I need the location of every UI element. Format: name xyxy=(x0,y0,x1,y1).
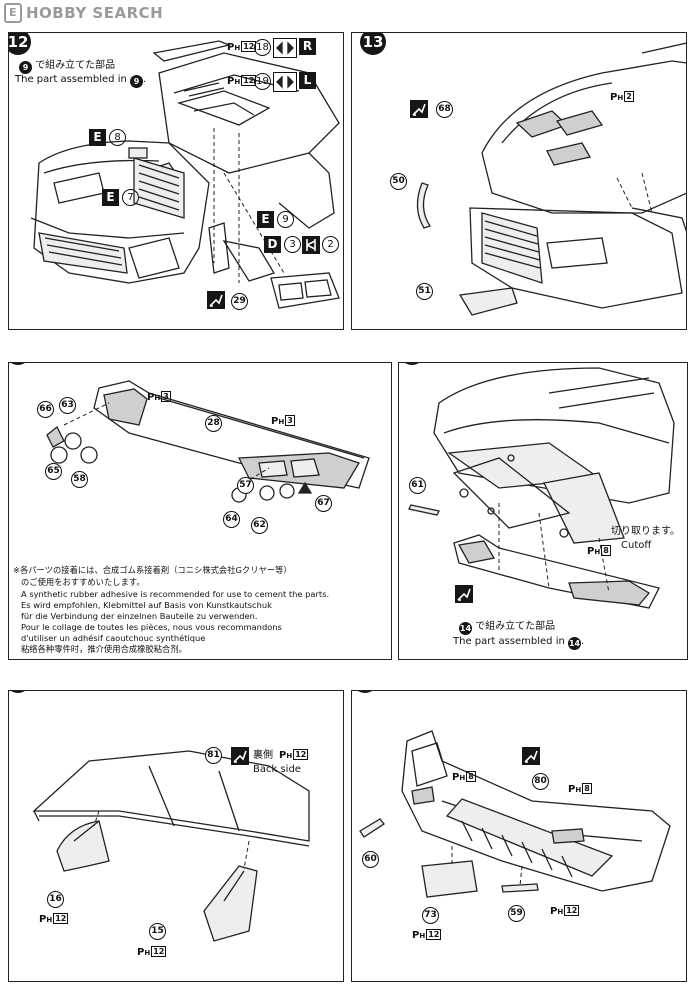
glue-icon xyxy=(207,291,225,309)
adhesive-note-jp-1: ※各パーツの接着には、合成ゴム系接着剤（コニシ株式会社Gクリヤー等） xyxy=(13,565,292,575)
part-66: 66 xyxy=(37,401,54,418)
rear-bumper-illustration xyxy=(359,730,671,898)
part-19: 19 xyxy=(254,73,271,90)
cutoff-label-en: Cutoff xyxy=(621,540,652,551)
part-e7: 7 xyxy=(122,189,139,206)
part-50: 50 xyxy=(390,173,407,190)
part-60: 60 xyxy=(362,851,379,868)
headlight-assembly-illustration xyxy=(46,380,370,503)
cutoff-label-jp: 切り取ります。 xyxy=(611,526,680,537)
glue-icon xyxy=(455,585,473,603)
part-80: 80 xyxy=(532,773,549,790)
part-63: 63 xyxy=(59,397,76,414)
backside-label-jp: 裏側 xyxy=(253,750,273,761)
step-13-number: 13 xyxy=(360,33,386,55)
hood-bumper-illustration xyxy=(416,42,686,316)
part-62: 62 xyxy=(251,517,268,534)
backside-label-en: Back side xyxy=(253,764,301,775)
sprue-d-badge: D xyxy=(264,236,281,253)
glue-icon xyxy=(410,100,428,118)
hobby-search-watermark: E HOBBY SEARCH xyxy=(4,2,163,24)
part-16: 16 xyxy=(47,891,64,908)
glue-icon xyxy=(522,747,540,765)
step-15-number: 15 xyxy=(399,363,425,365)
part-57: 57 xyxy=(237,477,254,494)
part-e8: 8 xyxy=(109,129,126,146)
adhesive-note-fr-2: d'utiliser un adhésif caoutchouc synthét… xyxy=(21,633,206,643)
part-15: 15 xyxy=(149,923,166,940)
part-28: 28 xyxy=(205,415,222,432)
step-ref-badge: 14 xyxy=(459,622,472,635)
rear-wing-illustration xyxy=(32,750,310,942)
part-61: 61 xyxy=(409,477,426,494)
adhesive-note-de-2: für die Verbindung der einzelnen Bauteil… xyxy=(21,611,258,621)
step-15-callout-jp: 14 で組み立てた部品 xyxy=(459,621,556,635)
direction-arrows-icon xyxy=(273,38,297,58)
part-e9: 9 xyxy=(277,211,294,228)
step-12-callout-en: The part assembled in 9. xyxy=(15,74,147,88)
side-r-badge: R xyxy=(299,38,316,55)
step-17-number: 17 xyxy=(352,691,378,693)
part-51: 51 xyxy=(416,283,433,300)
part-d3: 3 xyxy=(284,236,301,253)
step-12-panel: 12 9 で組み立てた部品 The part assembled in 9. P… xyxy=(8,32,344,330)
part-29: 29 xyxy=(231,293,248,310)
sprue-e-badge: E xyxy=(102,189,119,206)
part-68: 68 xyxy=(436,101,453,118)
front-bumper-hood-illustration xyxy=(30,40,340,309)
direction-arrows-icon xyxy=(273,72,297,92)
sprue-e-badge: E xyxy=(257,211,274,228)
part-58: 58 xyxy=(71,471,88,488)
adhesive-note-en: A synthetic rubber adhesive is recommend… xyxy=(21,589,330,599)
step-12-callout-jp: 9 で組み立てた部品 xyxy=(19,59,115,74)
hinge-icon xyxy=(302,236,320,254)
side-l-badge: L xyxy=(299,72,316,89)
step-ref-badge: 14 xyxy=(568,637,582,650)
step-15-panel: 15 61 切り取ります。 Cutoff PH8 14 で組み立てた部品 The… xyxy=(398,362,688,660)
sprue-e-badge: E xyxy=(89,129,106,146)
front-fascia-illustration xyxy=(408,367,675,609)
part-64: 64 xyxy=(223,511,240,528)
step-ref-badge: 9 xyxy=(130,75,144,88)
step-14-panel: 14 PH3 PH3 66 63 65 58 28 57 64 62 67 ※各… xyxy=(8,362,392,660)
step-16-number: 16 xyxy=(9,691,31,693)
watermark-badge: E xyxy=(4,3,22,23)
adhesive-note-de-1: Es wird empfohlen, Klebmittel auf Basis … xyxy=(21,600,272,610)
part-18: 18 xyxy=(254,39,271,56)
part-73: 73 xyxy=(422,907,439,924)
adhesive-note-jp-2: のご使用をおすすめいたします。 xyxy=(21,577,145,587)
step-14-number: 14 xyxy=(9,363,31,365)
adhesive-note-zh: 粘络各种零件时，推介使用合成橡胶粘合剂。 xyxy=(21,644,187,654)
glue-icon xyxy=(231,747,249,765)
part-65: 65 xyxy=(45,463,62,480)
watermark-text: HOBBY SEARCH xyxy=(26,4,164,22)
step-15-callout-en: The part assembled in 14. xyxy=(453,636,585,650)
part-67: 67 xyxy=(315,495,332,512)
step-ref-badge: 9 xyxy=(19,61,32,74)
adhesive-note-fr-1: Pour le collage de toutes les pièces, no… xyxy=(21,622,282,632)
part-81: 81 xyxy=(205,747,222,764)
step-12-number: 12 xyxy=(9,33,31,55)
part-59: 59 xyxy=(508,905,525,922)
part-h2: 2 xyxy=(322,236,339,253)
